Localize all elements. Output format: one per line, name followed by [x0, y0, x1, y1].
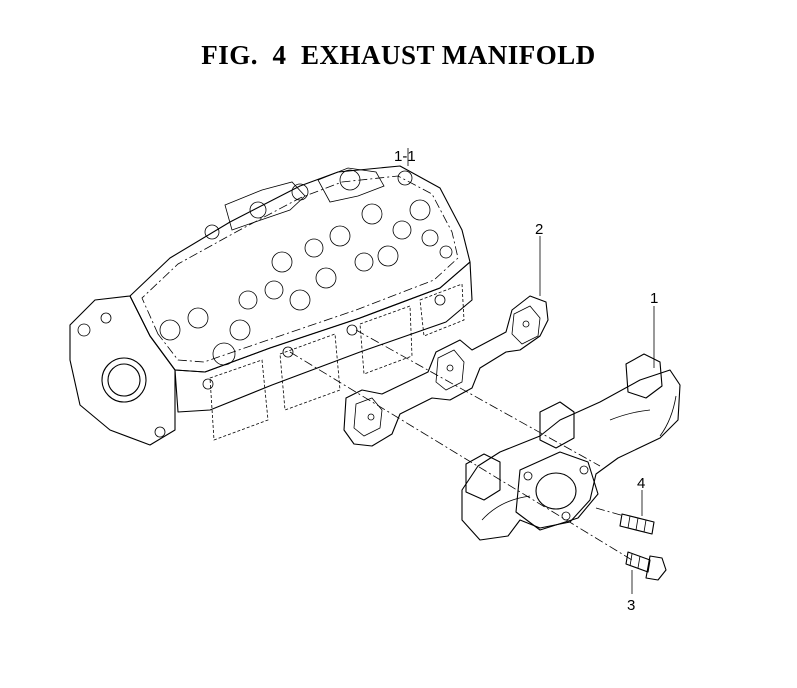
- valve-seat-circles: [159, 199, 453, 366]
- gasket-drawing: [343, 295, 549, 447]
- hex-bolt-drawing: [625, 551, 667, 581]
- callout-stud-bolt: 4: [637, 475, 645, 492]
- callout-exhaust-manifold: 1: [650, 290, 658, 307]
- callout-cylinder-head: 1-1: [394, 148, 416, 165]
- callout-hex-bolt: 3: [627, 597, 635, 614]
- stud-bolt-drawing: [619, 513, 655, 535]
- figure-title: FIG. 4 EXHAUST MANIFOLD: [201, 40, 596, 70]
- head-exhaust-ports: [209, 283, 465, 441]
- cylinder-head-drawing: [69, 165, 473, 446]
- callout-gasket: 2: [535, 221, 543, 238]
- alignment-lines: [289, 148, 655, 594]
- exhaust-manifold-drawing: [461, 353, 681, 541]
